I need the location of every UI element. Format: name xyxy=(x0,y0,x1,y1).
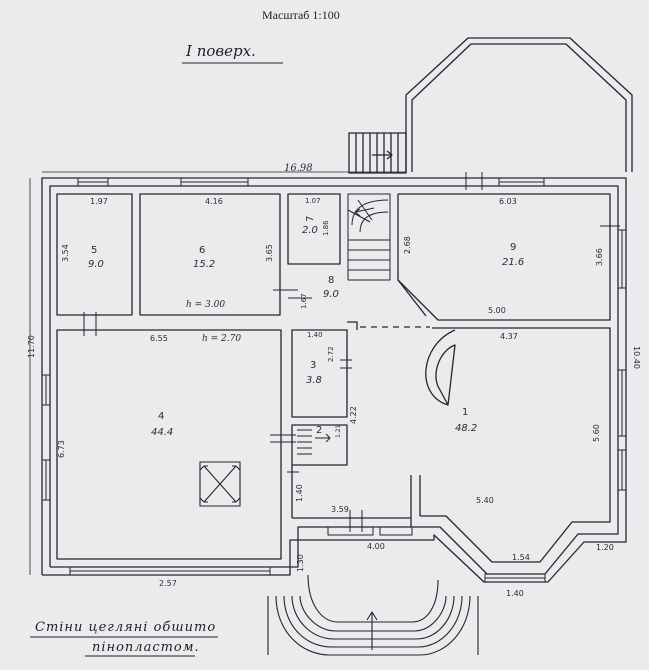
room5-number: 5 xyxy=(91,245,98,256)
room8-area: 9.0 xyxy=(323,289,339,300)
room9-dim2: 5.00 xyxy=(488,306,506,315)
note-underlines xyxy=(30,62,283,657)
room3-number: 3 xyxy=(310,360,317,371)
room9-width: 6.03 xyxy=(499,197,517,206)
dim-130: 1.30 xyxy=(296,554,305,572)
interior-walls xyxy=(56,193,611,563)
room6-width: 4.16 xyxy=(205,197,223,206)
room6-height: h = 3.00 xyxy=(186,300,226,310)
front-steps xyxy=(267,574,479,656)
dimension-lines xyxy=(29,171,406,575)
room2-dim1: 1.21 xyxy=(335,424,342,438)
room8-dim2: 1.40 xyxy=(307,331,323,339)
room5-area: 9.0 xyxy=(88,259,104,270)
overall-left-depth: 11.70 xyxy=(27,335,36,358)
room4-number: 4 xyxy=(158,411,165,422)
room3-depth: 2.72 xyxy=(327,346,335,362)
interior-stairs xyxy=(347,193,391,281)
wall-note-line1: Стіни цегляні обшито xyxy=(35,620,217,635)
room2-number: 2 xyxy=(316,425,323,436)
skylight-mark xyxy=(199,461,241,507)
overall-right-depth: 10.40 xyxy=(632,346,641,369)
door-ticks xyxy=(83,172,620,532)
room2-dim3: 4.22 xyxy=(349,406,358,424)
overall-width: 16.98 xyxy=(284,163,313,174)
room8-number: 8 xyxy=(328,275,335,286)
room4-area: 44.4 xyxy=(151,427,174,438)
room1-dim2: 1.40 xyxy=(506,589,524,598)
room7-number: 7 xyxy=(305,215,316,222)
dim-154: 1.54 xyxy=(512,553,530,562)
floor-title: I поверх. xyxy=(186,42,256,60)
room5-width: 1.97 xyxy=(90,197,108,206)
room4-width: 6.55 xyxy=(150,334,168,343)
room1-dim1: 5.40 xyxy=(476,496,494,505)
dim-120: 1.20 xyxy=(596,543,614,552)
room6-area: 15.2 xyxy=(193,259,216,270)
room9-area: 21.6 xyxy=(502,257,525,268)
hall-stairs xyxy=(297,429,331,455)
porch-width: 3.59 xyxy=(331,505,349,514)
room6-number: 6 xyxy=(199,245,206,256)
wall-note-line2: пінопластом. xyxy=(92,640,200,655)
room1-width: 4.37 xyxy=(500,332,518,341)
room4-depth: 6.73 xyxy=(57,440,66,458)
room8-dim1: 1.67 xyxy=(300,293,308,309)
room6-depth: 3.65 xyxy=(265,244,274,262)
room1-number: 1 xyxy=(462,407,469,418)
room7-width: 1.07 xyxy=(305,197,321,205)
upper-entry-stairs xyxy=(348,132,407,174)
room4-height: h = 2.70 xyxy=(202,334,242,344)
scale-label: Масштаб 1:100 xyxy=(262,8,340,22)
windows xyxy=(41,177,627,583)
room5-depth: 3.54 xyxy=(61,244,70,262)
arched-column xyxy=(425,329,456,406)
room2-dim2: 1.40 xyxy=(295,484,304,502)
room1-depth: 5.60 xyxy=(592,424,601,442)
room9-depth: 3.66 xyxy=(595,248,604,266)
bay-width: 4.00 xyxy=(367,542,385,551)
room7-area: 2.0 xyxy=(302,225,318,236)
room1-area: 48.2 xyxy=(455,423,478,434)
upper-annex-outline xyxy=(405,37,633,172)
room7-depth: 1.86 xyxy=(322,220,330,236)
room4-dim1: 2.57 xyxy=(159,579,177,588)
room9-number: 9 xyxy=(510,242,517,253)
room9-dim1: 2.68 xyxy=(403,236,412,254)
room3-area: 3.8 xyxy=(306,375,322,386)
